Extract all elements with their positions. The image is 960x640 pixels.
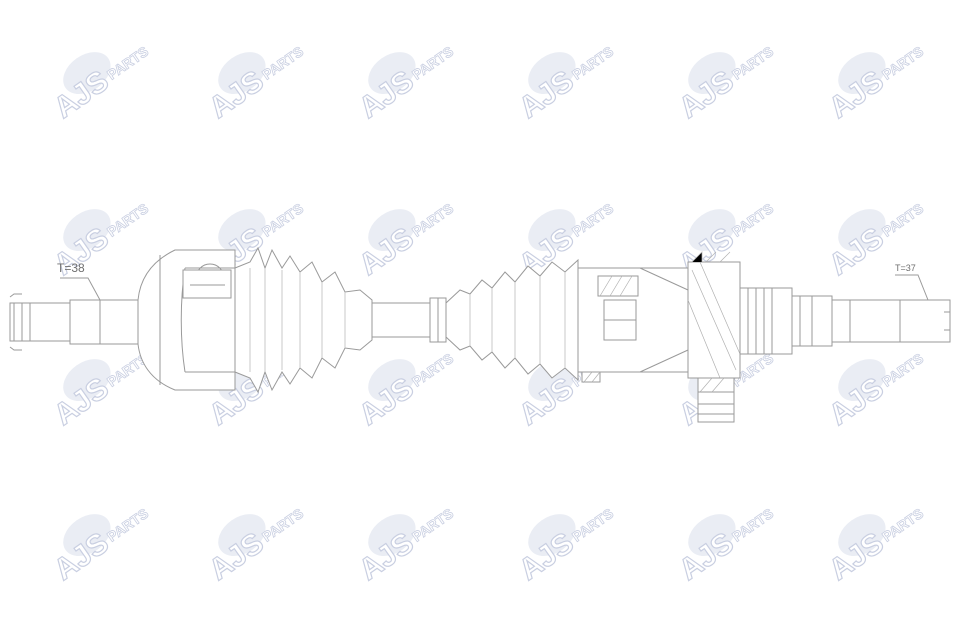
left-label-leader <box>60 277 101 301</box>
watermark-emblem <box>688 209 736 252</box>
right-spline-stub <box>739 287 951 355</box>
watermark-emblem <box>63 209 111 252</box>
watermark-emblem <box>838 209 886 252</box>
watermark-emblem <box>368 514 416 557</box>
watermark-emblem <box>218 209 266 252</box>
watermark-emblem <box>63 359 111 402</box>
watermark-emblem <box>528 514 576 557</box>
watermark-emblem <box>688 514 736 557</box>
right-label-leader <box>895 274 929 301</box>
center-shaft <box>371 297 447 343</box>
watermark-emblem <box>218 52 266 95</box>
watermark-emblem <box>63 514 111 557</box>
right-boot <box>445 258 579 382</box>
left-boot <box>234 246 373 394</box>
watermark-emblem <box>838 514 886 557</box>
watermark-emblem <box>838 52 886 95</box>
right-flange <box>687 251 741 423</box>
watermark-emblem <box>528 209 576 252</box>
watermark-emblem <box>368 359 416 402</box>
left-spline-stub <box>9 293 139 351</box>
watermark-emblem <box>688 52 736 95</box>
watermark-emblem <box>218 514 266 557</box>
watermark-emblem <box>368 52 416 95</box>
right-inner-joint <box>577 267 689 383</box>
watermark-emblem <box>63 52 111 95</box>
left-spline-label: T=38 <box>57 261 85 275</box>
watermark-emblem <box>528 52 576 95</box>
watermark-emblem <box>368 209 416 252</box>
left-cv-joint <box>137 249 236 391</box>
watermark-emblem <box>838 359 886 402</box>
right-spline-label: T=37 <box>895 263 916 273</box>
